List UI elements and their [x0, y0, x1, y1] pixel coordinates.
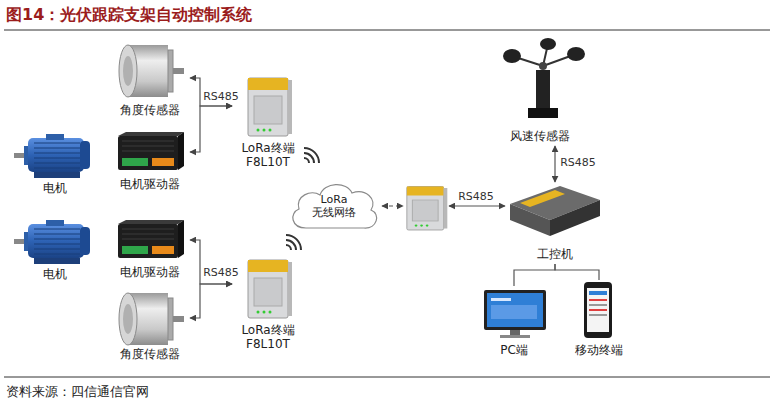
monitor-frame — [484, 290, 546, 330]
node-label: 电机驱动器 — [120, 265, 180, 279]
motor-driver: 电机驱动器 — [110, 216, 190, 282]
lora-terminal-icon — [248, 78, 292, 136]
industrial-pc-icon — [510, 186, 600, 236]
anemometer-cup — [503, 49, 521, 63]
monitor-base — [500, 335, 530, 338]
ipc-label — [520, 190, 565, 207]
mobile-terminal: 移动终端 — [566, 280, 632, 360]
screen-line — [589, 304, 607, 306]
connector-line — [382, 205, 403, 206]
anemometer-cup — [567, 47, 585, 61]
wireless-signal — [286, 235, 301, 250]
connector — [514, 264, 555, 286]
angle-sensor-icon — [119, 45, 184, 97]
pc-client: PC端 — [474, 286, 554, 360]
node-label: 角度传感器 — [120, 103, 180, 117]
signal-label: RS485 — [202, 266, 240, 279]
angle-sensor-icon — [119, 293, 184, 345]
ipc-side — [550, 200, 600, 236]
node-label: 工控机 — [537, 247, 573, 261]
connector — [555, 146, 556, 182]
ipc-front — [510, 204, 550, 236]
source-note: 资料来源：四信通信官网 — [6, 383, 149, 401]
figure-title: 图14：光伏跟踪支架自动控制系统 — [6, 5, 252, 26]
node-label: 风速传感器 — [510, 129, 570, 143]
caption-rule — [4, 377, 770, 378]
connector-line — [190, 284, 232, 318]
screen-line — [589, 314, 607, 316]
phone-icon — [584, 282, 612, 338]
signal-label: RS485 — [457, 190, 495, 203]
connector-line — [554, 146, 555, 182]
node-label: 电机 — [43, 181, 67, 195]
cloud-shape — [293, 185, 377, 228]
node-label: PC端 — [500, 343, 528, 357]
connector — [190, 106, 232, 152]
connector-line — [449, 205, 505, 206]
screen-panel — [491, 305, 537, 319]
wireless-signal — [304, 148, 319, 163]
lora-terminal-icon — [248, 260, 292, 318]
node-label: 电机驱动器 — [120, 177, 180, 191]
motor-icon — [14, 134, 90, 178]
lora-gateway-icon — [407, 187, 447, 231]
anemometer-base — [528, 108, 558, 118]
phone-screen — [587, 288, 609, 332]
connector — [555, 264, 599, 280]
screen-line — [589, 299, 607, 301]
connector — [190, 284, 232, 318]
screen-bar — [589, 291, 607, 295]
lora-cloud: LoRa 无线网络 — [286, 178, 382, 234]
wind-sensor: 风速传感器 — [495, 40, 585, 146]
connector — [382, 206, 505, 207]
driver-icon — [118, 132, 184, 170]
connector-line — [555, 264, 599, 280]
screen-bar — [491, 298, 511, 301]
anemometer-cup — [540, 38, 556, 50]
signal-label: RS485 — [559, 156, 597, 169]
node-label: LoRa终端 F8L10T — [237, 141, 299, 169]
monitor-screen — [487, 293, 543, 327]
angle-sensor: 角度传感器 — [110, 40, 190, 120]
motor: 电机 — [10, 132, 100, 198]
driver-icon — [118, 220, 184, 258]
node-label: 移动终端 — [575, 343, 623, 357]
node-label: 电机 — [43, 267, 67, 281]
wind-sensor-icon — [503, 38, 585, 118]
node-label: LoRa 无线网络 — [306, 193, 362, 219]
motor-driver: 电机驱动器 — [110, 128, 190, 194]
connector-line — [514, 264, 555, 286]
motor-icon — [14, 220, 90, 264]
pc-icon — [484, 290, 546, 338]
node-label: 角度传感器 — [120, 347, 180, 361]
signal-label: RS485 — [202, 90, 240, 103]
motor: 电机 — [10, 218, 100, 284]
phone-body — [584, 282, 612, 338]
title-rule — [4, 30, 770, 31]
connector-line — [190, 106, 232, 152]
screen-line — [589, 309, 607, 311]
industrial-pc: 工控机 — [505, 182, 605, 264]
lora-terminal: LoRa终端 F8L10T — [232, 252, 304, 354]
angle-sensor: 角度传感器 — [110, 286, 190, 364]
anemometer-hub — [539, 62, 547, 70]
anemometer-pole — [536, 70, 550, 110]
lora-terminal: LoRa终端 F8L10T — [232, 68, 304, 172]
node-label: LoRa终端 F8L10T — [237, 323, 299, 351]
